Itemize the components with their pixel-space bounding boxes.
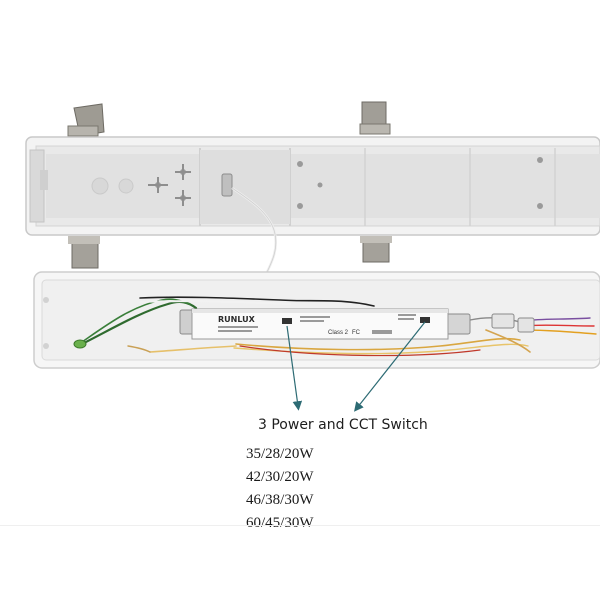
callout-arrows <box>286 321 426 412</box>
driver-cert-mark: FC <box>352 330 361 336</box>
mounting-clip <box>68 236 100 269</box>
mounting-clip <box>360 236 392 263</box>
driver-brand-label: RUNLUX <box>218 315 256 324</box>
wattage-option: 46/38/30W <box>246 492 314 508</box>
led-driver: RUNLUX Class 2 FC <box>191 308 449 340</box>
wattage-option: 35/28/20W <box>246 446 314 462</box>
mounting-clip <box>67 103 105 137</box>
wire-connector <box>73 339 87 349</box>
cct-switch <box>420 317 430 323</box>
wattage-options: 35/28/20W 42/30/20W 46/38/30W 60/45/30W <box>246 443 314 535</box>
fixture-housing <box>25 101 600 269</box>
switch-callout-label: 3 Power and CCT Switch <box>258 417 428 433</box>
driver-class-label: Class 2 <box>328 330 349 336</box>
mounting-clip <box>359 101 391 135</box>
terminal-block <box>445 313 471 335</box>
wattage-option: 60/45/30W <box>246 515 314 531</box>
power-switch <box>282 318 292 324</box>
wattage-option: 42/30/20W <box>246 469 314 485</box>
divider <box>0 525 600 526</box>
